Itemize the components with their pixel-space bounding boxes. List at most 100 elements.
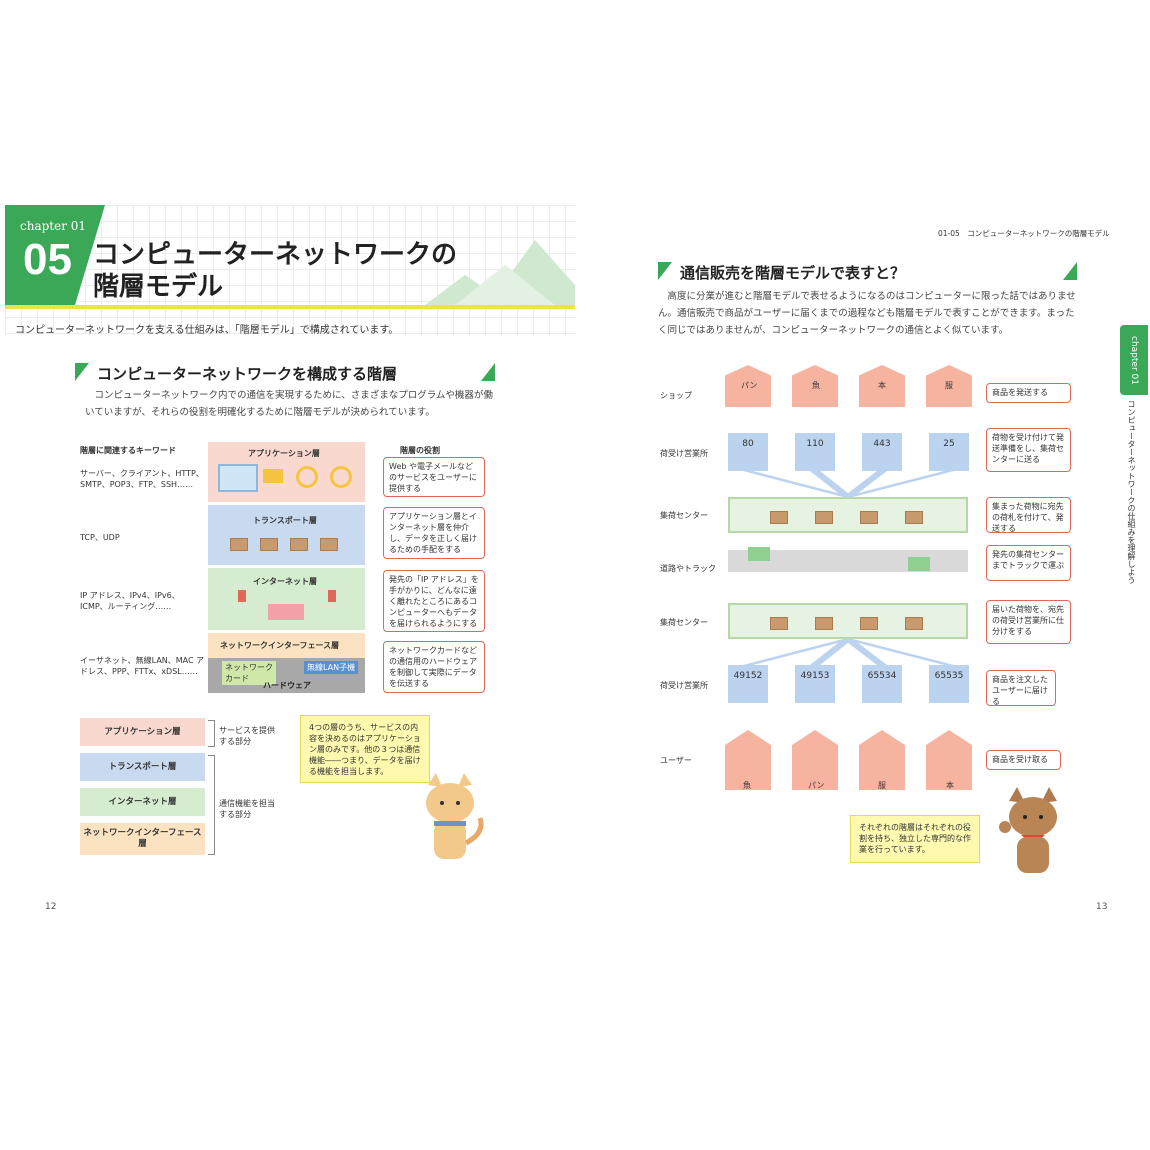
user-house — [859, 730, 905, 790]
layer-internet: インターネット層 — [208, 568, 365, 630]
shop-house — [725, 365, 771, 407]
layer-transport: トランスポート層 — [208, 505, 365, 565]
package-icon — [905, 617, 923, 630]
legend-netif: ネットワークインターフェース層 — [80, 823, 205, 855]
note-center: 集まった荷物に宛先の荷札を付けて、発送する — [986, 497, 1071, 533]
row-label-office: 荷受け営業所 — [660, 449, 708, 458]
user-item-label: パン — [808, 781, 825, 790]
note-office-2: 商品を注文したユーザーに届ける — [986, 670, 1056, 706]
port-box: 49153 — [795, 665, 835, 703]
user-house — [725, 730, 771, 790]
page-number: 12 — [45, 902, 57, 912]
user-house — [792, 730, 838, 790]
row-label-user: ユーザー — [660, 756, 692, 765]
port-box: 25 — [929, 433, 969, 471]
keyword-internet: IP アドレス、IPv4、IPv6、ICMP、ルーティング…… — [80, 591, 180, 611]
user-item-label: 魚 — [743, 781, 751, 790]
truck-icon — [748, 547, 770, 561]
port-box: 49152 — [728, 665, 768, 703]
shop-house — [859, 365, 905, 407]
note-shop: 商品を発送する — [986, 383, 1071, 403]
note-road: 発先の集荷センターまでトラックで運ぶ — [986, 545, 1071, 581]
chapter-side-text: コンピューターネットワークの仕組みを理解しよう — [1127, 400, 1136, 584]
brace — [208, 755, 215, 855]
shop-item-label: パン — [741, 381, 758, 390]
title-line-2: 階層モデル — [93, 272, 224, 302]
legend-transport: トランスポート層 — [80, 753, 205, 781]
wireless-lan-label: 無線LAN子機 — [304, 661, 359, 674]
package-icon — [860, 511, 878, 524]
package-icon — [770, 511, 788, 524]
port-box: 65535 — [929, 665, 969, 703]
shop-item-label: 本 — [878, 381, 886, 390]
layer-label: トランスポート層 — [253, 516, 317, 525]
running-head: 01-05 コンピューターネットワークの階層モデル — [938, 229, 1110, 238]
intro-paragraph: 高度に分業が進むと階層モデルで表せるようになるのはコンピューターに限った話ではあ… — [658, 291, 1076, 336]
package-icon — [260, 538, 278, 551]
network-card-label: ネットワークカード — [222, 661, 276, 685]
monitor-icon — [218, 464, 258, 492]
package-icon — [815, 511, 833, 524]
package-icon — [905, 511, 923, 524]
role-internet: 発先の「IP アドレス」を手がかりに、どんなに遠く離れたところにあるコンピュータ… — [383, 570, 485, 632]
package-icon — [320, 538, 338, 551]
note-center-2: 届いた荷物を、宛先の荷受け営業所に仕分けをする — [986, 600, 1071, 644]
crane-icon — [328, 590, 336, 602]
layer-label: アプリケーション層 — [248, 449, 320, 458]
disc-icon — [330, 466, 352, 488]
keyword-app: サーバー、クライアント、HTTP、SMTP、POP3、FTP、SSH…… — [80, 469, 204, 489]
chapter-label: chapter 01 — [20, 219, 87, 233]
shop-item-label: 魚 — [812, 381, 820, 390]
note-user: 商品を受け取る — [986, 750, 1061, 770]
port-box: 80 — [728, 433, 768, 471]
speech-bubble: 4つの層のうち、サービスの内容を決めるのはアプリケーション層のみです。他の３つは… — [300, 715, 430, 783]
note-office: 荷物を受け付けて発送準備をし、集荷センターに送る — [986, 428, 1071, 472]
port-box: 65534 — [862, 665, 902, 703]
shop-house — [792, 365, 838, 407]
section-title: 通信販売を階層モデルで表すと？ — [680, 264, 906, 282]
row-label-center: 集荷センター — [660, 511, 708, 520]
port-box: 443 — [862, 433, 902, 471]
collection-center — [728, 497, 968, 533]
speech-bubble: それぞれの階層はそれぞれの役割を持ち、独立した専門的な作業を行っています。 — [850, 815, 980, 863]
truck-icon — [908, 557, 930, 571]
router-icon — [268, 604, 304, 620]
brace — [208, 720, 215, 747]
title-line-1: コンピューターネットワークの — [93, 240, 458, 270]
header-underline — [5, 305, 575, 309]
package-icon — [230, 538, 248, 551]
row-label-road: 道路やトラック — [660, 564, 716, 573]
page-number: 13 — [1096, 902, 1108, 912]
mountain-illustration — [425, 240, 575, 305]
right-page: 01-05 コンピューターネットワークの階層モデル 通信販売を階層モデルで表すと… — [578, 195, 1148, 925]
role-netif: ネットワークカードなどの通信用のハードウェアを制御して実際にデータを伝送する — [383, 641, 485, 693]
legend-internet: インターネット層 — [80, 788, 205, 816]
page-title: コンピューターネットワークの 階層モデル — [93, 239, 457, 303]
section-marker — [658, 262, 672, 280]
chapter-side-tab: chapter 01 — [1120, 325, 1148, 395]
shop-house — [926, 365, 972, 407]
section-marker-end — [1063, 262, 1077, 280]
mail-icon — [263, 469, 283, 483]
user-item-label: 本 — [946, 781, 954, 790]
row-label-office-2: 荷受け営業所 — [660, 681, 708, 690]
shop-item-label: 服 — [945, 381, 953, 390]
layer-label: インターネット層 — [253, 577, 317, 586]
hardware-label: ハードウェア — [263, 681, 311, 690]
dog-character-icon — [999, 787, 1057, 873]
roles-heading: 階層の役割 — [400, 446, 440, 455]
disc-icon — [296, 466, 318, 488]
legend-application: アプリケーション層 — [80, 718, 205, 746]
layer-netif: ネットワークインターフェース層 — [208, 633, 365, 658]
package-icon — [815, 617, 833, 630]
user-item-label: 服 — [878, 781, 886, 790]
chapter-subtitle: コンピューターネットワークを支える仕組みは、「階層モデル」で構成されています。 — [15, 325, 399, 336]
section-title: コンピューターネットワークを構成する階層 — [97, 365, 398, 383]
package-icon — [860, 617, 878, 630]
user-house — [926, 730, 972, 790]
left-page: chapter 01 05 コンピューターネットワークの 階層モデル コンピュー… — [5, 195, 575, 925]
hardware-block: ネットワークカード 無線LAN子機 ハードウェア — [208, 658, 365, 693]
cat-character-icon — [426, 773, 484, 859]
layer-label: ネットワークインターフェース層 — [220, 641, 340, 650]
keyword-transport: TCP、UDP — [80, 533, 120, 542]
